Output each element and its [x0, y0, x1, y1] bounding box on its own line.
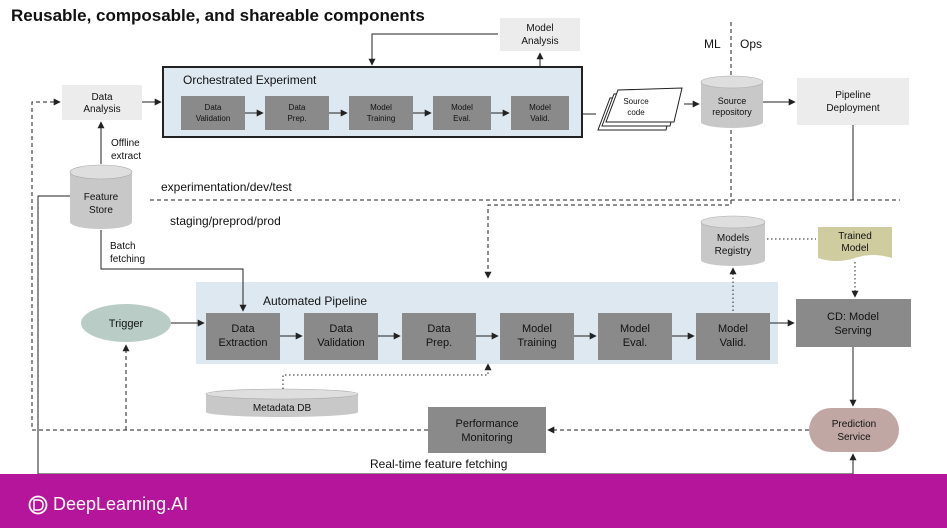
- pipeline-step: Data Prep.: [402, 313, 476, 360]
- svg-text:Data: Data: [427, 323, 451, 335]
- experiment-step: Model Eval.: [433, 96, 491, 130]
- svg-text:Data: Data: [91, 92, 113, 103]
- prediction-service-node: Prediction Service: [809, 408, 899, 452]
- svg-text:Validation: Validation: [196, 114, 231, 123]
- orchestrated-experiment-title: Orchestrated Experiment: [183, 73, 317, 87]
- svg-text:Eval.: Eval.: [453, 114, 471, 123]
- source-repository-cylinder: Source repository: [700, 75, 764, 128]
- pipeline-step: Data Validation: [304, 313, 378, 360]
- ops-label: Ops: [740, 37, 762, 51]
- svg-text:Source: Source: [718, 96, 747, 106]
- svg-text:Model: Model: [526, 23, 553, 34]
- footer-bar: DeepLearning.AI: [0, 474, 947, 528]
- svg-text:Monitoring: Monitoring: [461, 432, 512, 444]
- pipeline-step: Model Valid.: [696, 313, 770, 360]
- experimentation-env-label: experimentation/dev/test: [161, 180, 292, 194]
- svg-text:Data: Data: [205, 103, 222, 112]
- svg-text:Service: Service: [837, 432, 871, 443]
- brand-name: DeepLearning.AI: [53, 494, 189, 514]
- svg-text:Model: Model: [451, 103, 473, 112]
- automated-pipeline-title: Automated Pipeline: [263, 294, 367, 308]
- metadata-db-cylinder: Metadata DB: [205, 388, 359, 417]
- svg-text:Store: Store: [89, 205, 113, 216]
- svg-text:Eval.: Eval.: [623, 337, 647, 349]
- realtime-fetching-label: Real-time feature fetching: [370, 457, 507, 471]
- models-registry-cylinder: Models Registry: [700, 215, 766, 266]
- svg-text:Analysis: Analysis: [521, 36, 558, 47]
- deeplearning-logo-icon: [28, 495, 48, 514]
- svg-text:Pipeline: Pipeline: [835, 90, 871, 101]
- svg-text:Serving: Serving: [834, 325, 871, 337]
- svg-text:Valid.: Valid.: [720, 337, 747, 349]
- source-code-stack: Source code: [597, 87, 683, 131]
- pipeline-step: Model Eval.: [598, 313, 672, 360]
- svg-text:Prep.: Prep.: [287, 114, 306, 123]
- performance-monitoring-box: Performance Monitoring: [428, 407, 546, 453]
- ml-label: ML: [704, 37, 721, 51]
- svg-text:Model: Model: [718, 323, 748, 335]
- svg-text:Performance: Performance: [456, 418, 519, 430]
- svg-text:Model: Model: [370, 103, 392, 112]
- svg-text:Trained: Trained: [838, 231, 872, 242]
- experiment-step: Data Prep.: [265, 96, 329, 130]
- svg-text:Training: Training: [517, 337, 556, 349]
- svg-text:Trigger: Trigger: [109, 318, 144, 330]
- batch-fetching-label-2: fetching: [110, 254, 145, 265]
- svg-text:repository: repository: [712, 107, 752, 117]
- svg-text:Model: Model: [522, 323, 552, 335]
- svg-text:Data: Data: [231, 323, 255, 335]
- svg-text:Validation: Validation: [317, 337, 365, 349]
- svg-text:CD: Model: CD: Model: [827, 311, 879, 323]
- experiment-step: Model Training: [349, 96, 413, 130]
- experiment-step: Model Valid.: [511, 96, 569, 130]
- data-analysis-box: Data Analysis: [62, 85, 142, 120]
- cd-model-serving-box: CD: Model Serving: [796, 299, 911, 347]
- trained-model-document: Trained Model: [818, 227, 892, 261]
- svg-text:Training: Training: [367, 114, 396, 123]
- svg-text:Model: Model: [620, 323, 650, 335]
- svg-text:code: code: [627, 108, 645, 117]
- svg-text:Valid.: Valid.: [530, 114, 549, 123]
- svg-text:Models: Models: [717, 233, 749, 244]
- automated-pipeline-box: [196, 282, 778, 364]
- experiment-step: Data Validation: [181, 96, 245, 130]
- pipeline-step: Data Extraction: [206, 313, 280, 360]
- page-title: Reusable, composable, and shareable comp…: [11, 6, 425, 25]
- svg-text:Feature: Feature: [84, 192, 119, 203]
- svg-text:Model: Model: [529, 103, 551, 112]
- svg-text:Model: Model: [841, 243, 868, 254]
- svg-text:Data: Data: [289, 103, 306, 112]
- staging-env-label: staging/preprod/prod: [170, 214, 281, 228]
- mlops-diagram: Orchestrated Experiment Automated Pipeli…: [31, 18, 911, 474]
- svg-text:Analysis: Analysis: [83, 104, 120, 115]
- pipeline-deployment-box: Pipeline Deployment: [797, 78, 909, 125]
- pipeline-step: Model Training: [500, 313, 574, 360]
- brand-logo: DeepLearning.AI: [28, 494, 188, 515]
- trigger-node: Trigger: [81, 304, 171, 342]
- svg-text:Data: Data: [329, 323, 353, 335]
- svg-text:Prediction: Prediction: [832, 419, 876, 430]
- feature-store-cylinder: Feature Store: [69, 164, 133, 229]
- batch-fetching-label: Batch: [110, 241, 136, 252]
- model-analysis-box: Model Analysis: [500, 18, 580, 51]
- svg-text:Metadata DB: Metadata DB: [253, 403, 312, 414]
- svg-text:Deployment: Deployment: [826, 103, 880, 114]
- offline-extract-label: Offline: [111, 138, 140, 149]
- svg-text:Source: Source: [623, 97, 649, 106]
- offline-extract-label-2: extract: [111, 151, 141, 162]
- svg-text:Prep.: Prep.: [426, 337, 452, 349]
- svg-text:Registry: Registry: [715, 246, 752, 257]
- svg-text:Extraction: Extraction: [219, 337, 268, 349]
